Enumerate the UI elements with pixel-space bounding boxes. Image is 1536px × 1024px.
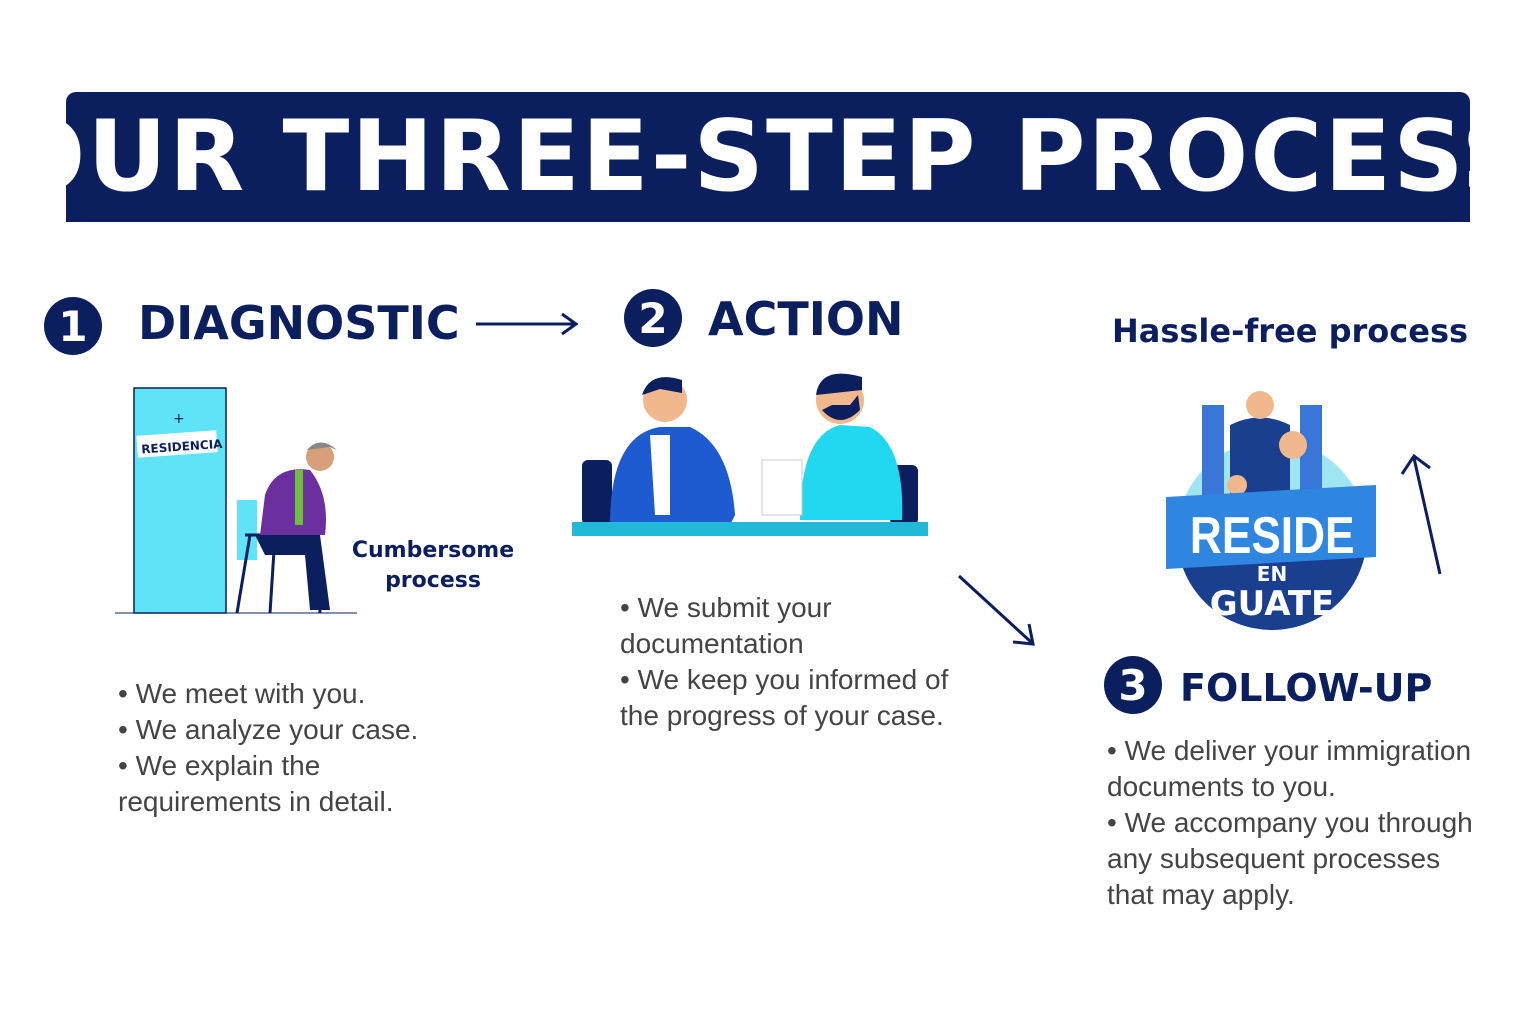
bullet: documents to you. [1107, 771, 1336, 802]
title-banner: OUR THREE-STEP PROCESS [2, 92, 1532, 222]
bullet: • We explain the [118, 750, 321, 781]
bullet: • We meet with you. [118, 678, 366, 709]
arrow-down-right-icon [957, 574, 1035, 646]
bullet: that may apply. [1107, 879, 1295, 910]
step-3-title: FOLLOW-UP [1180, 666, 1433, 710]
bullet: • We submit your [620, 592, 832, 623]
step-2-number-badge: 2 [624, 289, 682, 347]
page-title: OUR THREE-STEP PROCESS [2, 100, 1534, 214]
svg-text:+: + [173, 411, 185, 427]
reside-en-guate-logo: RESIDE EN GUATE [1166, 391, 1376, 630]
step-2-bullets: • We submit your documentation • We keep… [620, 590, 948, 734]
bullet: • We analyze your case. [118, 714, 419, 745]
bullet: • We deliver your immigration [1107, 735, 1472, 766]
waiting-person-illustration: RESIDENCIA + [115, 387, 357, 614]
bullet: the progress of your case. [620, 700, 944, 731]
svg-text:EN: EN [1257, 562, 1287, 586]
svg-text:GUATE: GUATE [1210, 584, 1335, 624]
step-2-title: ACTION [708, 292, 904, 346]
arrow-up-icon [1400, 453, 1442, 575]
bullet: • We keep you informed of [620, 664, 949, 695]
svg-text:RESIDENCIA: RESIDENCIA [141, 437, 224, 457]
step-1-title: DIAGNOSTIC [138, 296, 460, 350]
step-3-bullets: • We deliver your immigration documents … [1107, 733, 1473, 913]
bullet: any subsequent processes [1107, 843, 1441, 874]
meeting-illustration [572, 373, 928, 536]
bullet: requirements in detail. [118, 786, 394, 817]
step-1-bullets: • We meet with you. • We analyze your ca… [118, 676, 418, 820]
bullet: documentation [620, 628, 804, 659]
arrow-right-icon [476, 312, 579, 336]
svg-text:RESIDE: RESIDE [1190, 507, 1355, 565]
step-3-caption: Hassle-free process [1111, 312, 1469, 350]
step-3-number-badge: 3 [1104, 656, 1162, 714]
bullet: • We accompany you through [1107, 807, 1473, 838]
step-1-number-badge: 1 [44, 297, 102, 355]
